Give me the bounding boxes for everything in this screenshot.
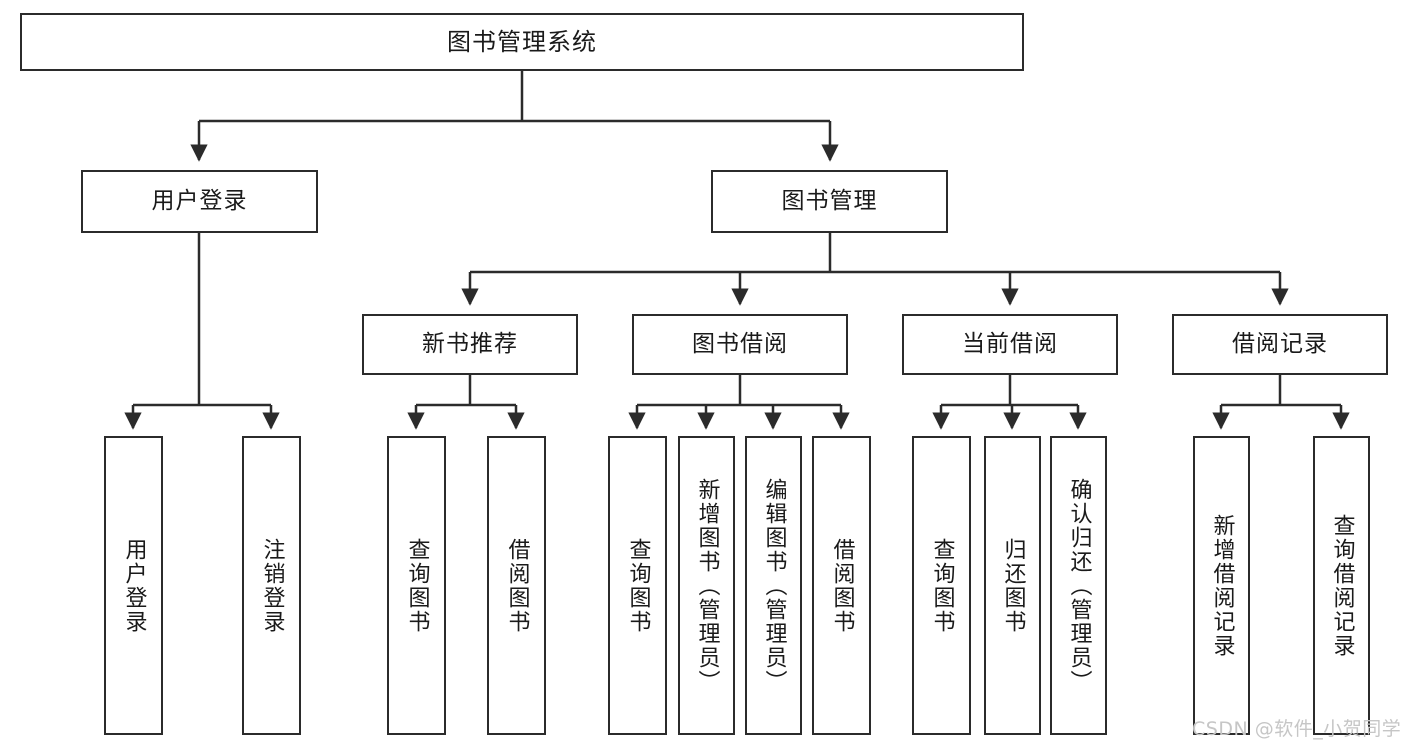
node-book-borrow[interactable]: 图书借阅 (632, 314, 848, 375)
node-book-manage-label: 图书管理 (781, 187, 878, 214)
node-leaf-borrow-book-rec[interactable]: 借阅图书 (487, 436, 546, 735)
node-leaf-query-book-cur[interactable]: 查询图书 (912, 436, 971, 735)
csdn-watermark: CSDN @软件_小贺同学 (1192, 718, 1402, 740)
node-new-book-recommend[interactable]: 新书推荐 (362, 314, 578, 375)
node-leaf-edit-book-label: 编辑图书（管理员） (761, 477, 787, 694)
node-borrow-record-label: 借阅记录 (1232, 330, 1328, 357)
node-leaf-query-book-borrow[interactable]: 查询图书 (608, 436, 667, 735)
node-leaf-query-book-rec[interactable]: 查询图书 (387, 436, 446, 735)
node-current-borrow-label: 当前借阅 (962, 330, 1058, 357)
node-leaf-query-book-rec-label: 查询图书 (404, 537, 430, 634)
node-leaf-user-login[interactable]: 用户登录 (104, 436, 163, 735)
node-leaf-confirm-return-label: 确认归还（管理员） (1066, 477, 1092, 694)
node-leaf-confirm-return[interactable]: 确认归还（管理员） (1050, 436, 1107, 735)
node-leaf-add-record-label: 新增借阅记录 (1209, 513, 1235, 658)
node-leaf-query-record-label: 查询借阅记录 (1329, 513, 1355, 658)
node-user-login[interactable]: 用户登录 (81, 170, 318, 233)
node-leaf-user-login-label: 用户登录 (121, 537, 147, 634)
node-leaf-add-book[interactable]: 新增图书（管理员） (678, 436, 735, 735)
node-leaf-query-record[interactable]: 查询借阅记录 (1313, 436, 1370, 735)
node-leaf-edit-book[interactable]: 编辑图书（管理员） (745, 436, 802, 735)
node-book-manage[interactable]: 图书管理 (711, 170, 948, 233)
node-new-book-recommend-label: 新书推荐 (422, 330, 518, 357)
node-leaf-query-book-cur-label: 查询图书 (929, 537, 955, 634)
node-leaf-add-record[interactable]: 新增借阅记录 (1193, 436, 1250, 735)
node-leaf-user-logout[interactable]: 注销登录 (242, 436, 301, 735)
node-borrow-record[interactable]: 借阅记录 (1172, 314, 1388, 375)
node-book-borrow-label: 图书借阅 (692, 330, 788, 357)
node-leaf-query-book-borrow-label: 查询图书 (625, 537, 651, 634)
node-root-label: 图书管理系统 (447, 27, 597, 56)
node-current-borrow[interactable]: 当前借阅 (902, 314, 1118, 375)
node-leaf-borrow-book-rec-label: 借阅图书 (504, 537, 530, 634)
node-leaf-borrow-book-label: 借阅图书 (829, 537, 855, 634)
node-leaf-user-logout-label: 注销登录 (259, 537, 285, 634)
node-leaf-return-book[interactable]: 归还图书 (984, 436, 1041, 735)
node-user-login-label: 用户登录 (151, 187, 248, 214)
node-leaf-borrow-book[interactable]: 借阅图书 (812, 436, 871, 735)
node-leaf-return-book-label: 归还图书 (1000, 537, 1026, 634)
node-root[interactable]: 图书管理系统 (20, 13, 1024, 71)
node-leaf-add-book-label: 新增图书（管理员） (694, 477, 720, 694)
